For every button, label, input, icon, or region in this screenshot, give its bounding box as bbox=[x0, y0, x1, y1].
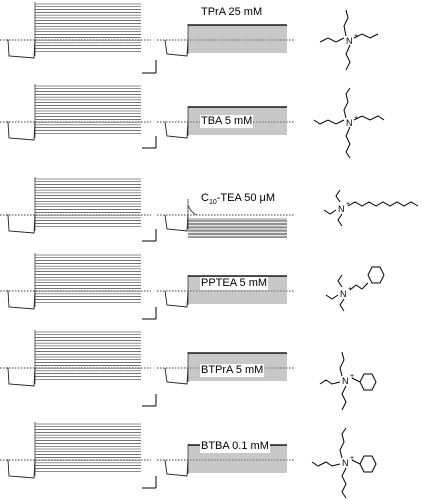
panel-tba: N + TBA 5 mM bbox=[0, 82, 436, 160]
tetrabutylammonium-structure bbox=[313, 87, 385, 159]
current-traces-btba: N + bbox=[0, 422, 377, 499]
panel-btba: N + BTBA 0.1 mM bbox=[0, 422, 436, 500]
control-traces bbox=[0, 422, 151, 479]
drug-label-tpra: TPrA 25 mM bbox=[200, 6, 264, 19]
n-atom: N bbox=[346, 36, 353, 46]
svg-text:N: N bbox=[342, 376, 349, 386]
current-traces-pptea: N + bbox=[0, 253, 385, 320]
phenylpropyl-triethylammonium-structure bbox=[325, 266, 385, 312]
svg-text:+: + bbox=[348, 286, 352, 293]
panel-btpra: N + BTPrA 5 mM bbox=[0, 330, 436, 418]
control-traces bbox=[0, 177, 151, 234]
svg-text:N: N bbox=[346, 118, 353, 128]
label-prefix: C bbox=[201, 192, 209, 204]
control-traces bbox=[0, 253, 151, 310]
charge: + bbox=[354, 33, 358, 40]
drug-label-tba: TBA 5 mM bbox=[200, 115, 254, 128]
control-traces bbox=[0, 330, 151, 387]
current-traces-c10tea: N + bbox=[0, 177, 419, 242]
current-traces-tpra: N + bbox=[0, 2, 379, 74]
drug-label-btpra: BTPrA 5 mM bbox=[200, 364, 265, 377]
drug-label-pptea: PPTEA 5 mM bbox=[200, 277, 269, 290]
benzyl-tributylammonium-structure bbox=[311, 427, 377, 499]
benzyl-tripropylammonium-structure bbox=[319, 351, 377, 411]
svg-text:N: N bbox=[338, 204, 345, 214]
panel-pptea: N + PPTEA 5 mM bbox=[0, 253, 436, 331]
drug-traces bbox=[157, 24, 295, 57]
svg-text:+: + bbox=[350, 455, 354, 462]
tetrapropylammonium-structure bbox=[319, 9, 379, 71]
label-subscript: 10 bbox=[208, 199, 217, 207]
svg-text:+: + bbox=[346, 201, 350, 208]
c10-triethylammonium-structure bbox=[323, 189, 419, 227]
svg-text:+: + bbox=[354, 115, 358, 122]
svg-text:N: N bbox=[340, 289, 347, 299]
control-traces bbox=[0, 2, 151, 59]
label-suffix: -TEA 50 μM bbox=[216, 192, 276, 204]
drug-label-c10tea: C10-TEA 50 μM bbox=[200, 192, 277, 210]
panel-tpra: N + TPrA 25 mM bbox=[0, 0, 436, 75]
svg-text:N: N bbox=[342, 458, 349, 468]
panel-c10tea: N + C10-TEA 50 μM bbox=[0, 168, 436, 243]
drug-traces bbox=[157, 199, 295, 238]
current-traces-btpra: N + bbox=[0, 330, 377, 411]
svg-text:+: + bbox=[350, 373, 354, 380]
drug-label-btba: BTBA 0.1 mM bbox=[200, 440, 270, 453]
control-traces bbox=[0, 84, 151, 141]
